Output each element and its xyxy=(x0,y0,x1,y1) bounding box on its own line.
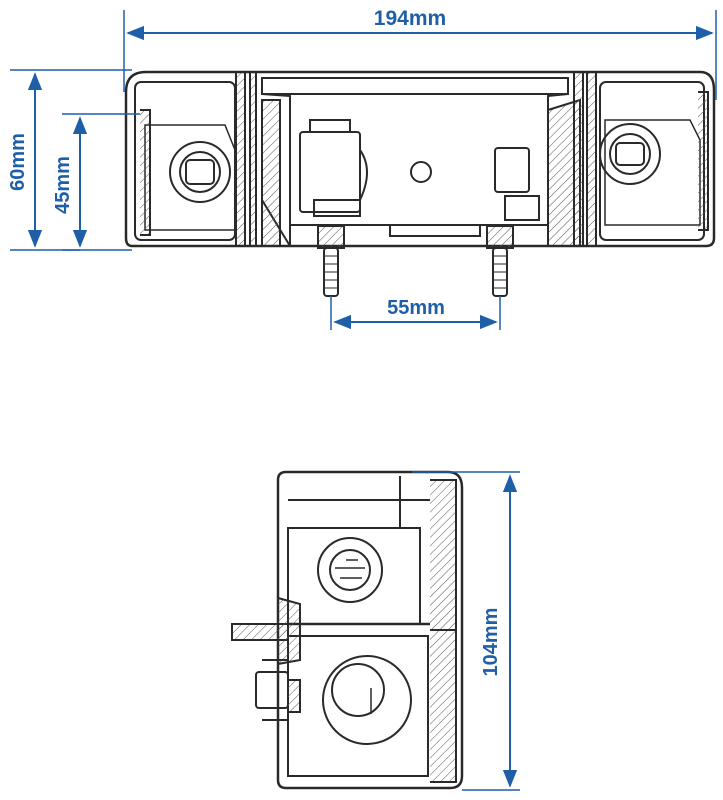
dimension-194mm: 194mm xyxy=(123,7,717,100)
dimension-label-outer-height: 60mm xyxy=(7,133,29,191)
dimension-label-bolt-spacing: 55mm xyxy=(387,297,445,319)
dimension-104mm: 104mm xyxy=(412,471,520,791)
dimension-label-width: 194mm xyxy=(374,7,446,30)
dimension-label-length: 104mm xyxy=(480,608,502,677)
side-view-drawing xyxy=(231,470,464,790)
dimension-45mm: 45mm xyxy=(52,113,140,251)
dimension-55mm: 55mm xyxy=(330,296,501,330)
dimension-label-inner-height: 45mm xyxy=(52,156,74,214)
top-view-drawing xyxy=(124,70,716,297)
